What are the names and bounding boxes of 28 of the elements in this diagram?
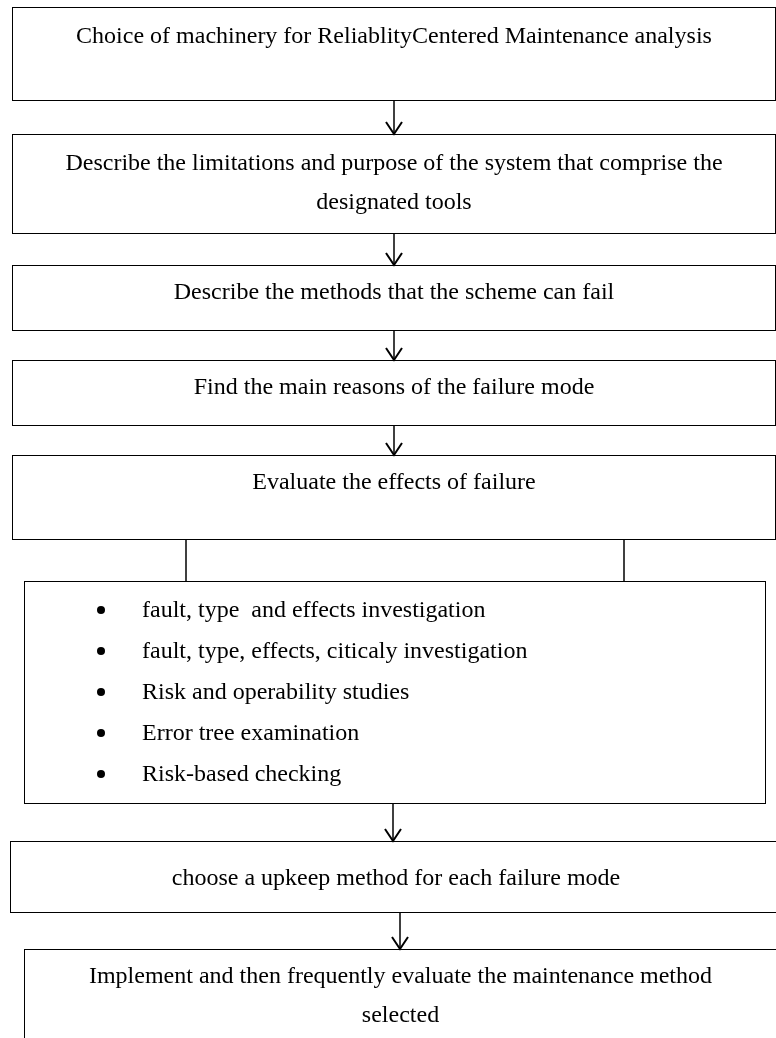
arrow	[385, 425, 403, 456]
list-item: Risk and operability studies	[101, 671, 410, 712]
process-box	[24, 949, 776, 1038]
step-text: Choice of machinery for ReliablityCentered Maintenance analysis	[76, 21, 712, 50]
list-item: fault, type and effects investigation	[101, 589, 486, 630]
step-text: Find the main reasons of the failure mode	[193, 372, 595, 401]
arrow	[385, 233, 403, 266]
process-box	[12, 455, 776, 540]
list-item: Risk-based checking	[101, 753, 342, 794]
arrow	[385, 330, 403, 361]
connector-line	[185, 539, 187, 582]
arrow	[384, 803, 402, 842]
list-box	[24, 581, 766, 804]
step-text: choose a upkeep method for each failure mode	[171, 863, 621, 892]
step-text: Describe the limitations and purpose of the system that comprise the designated tools	[64, 148, 724, 216]
step-text: Describe the methods that the scheme can fail	[173, 277, 615, 306]
list-item: Error tree examination	[101, 712, 360, 753]
connector-line	[623, 539, 625, 582]
process-box	[12, 265, 776, 331]
arrow	[385, 100, 403, 135]
step-text: Implement and then frequently evaluate the maintenance method selected	[87, 961, 714, 1029]
step-text: Evaluate the effects of failure	[252, 467, 536, 496]
list-item: fault, type, effects, citicaly investigation	[101, 630, 528, 671]
process-box	[12, 7, 776, 101]
arrow	[391, 912, 409, 950]
process-box	[12, 134, 776, 234]
process-box	[12, 360, 776, 426]
process-box	[10, 841, 776, 913]
